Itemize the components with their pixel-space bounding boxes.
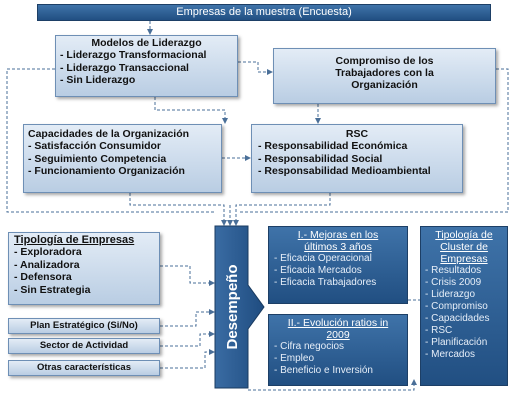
conn-plan xyxy=(160,309,215,327)
conn-tipologia xyxy=(160,265,215,286)
tipologia-empresas-box: Tipología de Empresas - Exploradora - An… xyxy=(8,232,160,305)
compromiso-line-2: Trabajadores con la xyxy=(335,67,434,79)
rsc-item-3: - Responsabilidad Medioambiental xyxy=(258,165,431,177)
plan-label: Plan Estratégico (Si/No) xyxy=(30,320,138,331)
cluster-item-5: - Capacidades xyxy=(425,313,490,324)
compromiso-line-3: Organización xyxy=(351,79,418,91)
mejoras-item-3: - Eficacia Trabajadores xyxy=(274,277,377,288)
conn-down-2 xyxy=(233,193,331,226)
header-title: Empresas de la muestra (Encuesta) xyxy=(176,6,352,18)
modelos-item-2: - Liderazgo Transaccional xyxy=(60,61,189,74)
evolucion-box: II.- Evolución ratios in 2009 - Cifra ne… xyxy=(268,314,408,386)
tipologia-item-2: - Analizadora xyxy=(14,258,80,271)
capacidades-box: Capacidades de la Organización - Satisfa… xyxy=(23,124,222,193)
conn-otras xyxy=(160,349,215,369)
compromiso-box: Compromiso de los Trabajadores con la Or… xyxy=(273,48,496,104)
cluster-title-3: Empresas xyxy=(440,253,488,265)
mejoras-item-2: - Eficacia Mercados xyxy=(274,265,362,276)
desempeno-label-wrap: Desempeño xyxy=(222,237,244,377)
modelos-box: Modelos de Liderazgo - Liderazgo Transfo… xyxy=(55,35,238,97)
cluster-title-2: Cluster de xyxy=(440,241,488,253)
rsc-box: RSC - Responsabilidad Económica - Respon… xyxy=(251,124,463,193)
rsc-item-2: - Responsabilidad Social xyxy=(258,152,383,165)
cluster-item-1: - Resultados xyxy=(425,265,482,276)
conn-sector xyxy=(160,331,215,347)
mejoras-title-1: I.- Mejoras en los xyxy=(297,229,379,241)
compromiso-line-1: Compromiso de los xyxy=(335,55,434,67)
capacidades-item-2: - Seguimiento Competencia xyxy=(28,152,167,165)
cluster-box: Tipología de Cluster de Empresas - Resul… xyxy=(420,226,508,386)
cluster-item-7: - Planificación xyxy=(425,337,488,348)
conn-modelos-down xyxy=(154,97,228,124)
otras-box: Otras características xyxy=(8,360,160,376)
plan-box: Plan Estratégico (Si/No) xyxy=(8,318,160,334)
tipologia-item-1: - Exploradora xyxy=(14,246,82,258)
tipologia-item-4: - Sin Estrategia xyxy=(14,283,91,296)
conn-modelos-compromiso xyxy=(238,61,273,75)
modelos-item-1: - Liderazgo Transformacional xyxy=(60,49,207,61)
mejoras-item-1: - Eficacia Operacional xyxy=(274,253,372,264)
header-bar: Empresas de la muestra (Encuesta) xyxy=(37,4,491,21)
sector-label: Sector de Actividad xyxy=(39,340,129,351)
capacidades-item-1: - Satisfacción Consumidor xyxy=(28,140,162,152)
desempeno-arrow xyxy=(214,225,265,389)
capacidades-title: Capacidades de la Organización xyxy=(28,128,190,140)
capacidades-item-3: - Funcionamiento Organización xyxy=(28,165,185,177)
cluster-item-8: - Mercados xyxy=(425,349,476,360)
sector-box: Sector de Actividad xyxy=(8,338,160,354)
modelos-item-3: - Sin Liderazgo xyxy=(60,74,136,86)
mejoras-box: I.- Mejoras en los últimos 3 años - Efic… xyxy=(268,226,408,304)
conn-down-1 xyxy=(129,193,227,226)
otras-label: Otras características xyxy=(36,362,131,373)
cluster-title-1: Tipología de xyxy=(435,229,493,241)
tipologia-item-3: - Defensora xyxy=(14,271,72,283)
evolucion-item-2: - Empleo xyxy=(274,353,315,364)
mejoras-title-2: últimos 3 años xyxy=(304,241,372,253)
modelos-title: Modelos de Liderazgo xyxy=(91,37,202,49)
rsc-title: RSC xyxy=(345,128,369,140)
cluster-item-3: - Liderazgo xyxy=(425,289,476,300)
cluster-item-2: - Crisis 2009 xyxy=(425,277,482,288)
evolucion-title-2: 2009 xyxy=(326,329,350,341)
rsc-item-1: - Responsabilidad Económica xyxy=(258,140,408,152)
tipologia-empresas-title: Tipología de Empresas xyxy=(14,234,135,246)
evolucion-title-1: II.- Evolución ratios in xyxy=(287,317,389,329)
evolucion-item-1: - Cifra negocios xyxy=(274,341,345,352)
evolucion-item-3: - Beneficio e Inversión xyxy=(274,365,373,376)
cluster-item-6: - RSC xyxy=(425,325,453,336)
cluster-item-4: - Compromiso xyxy=(425,301,488,312)
desempeno-label: Desempeño xyxy=(224,264,241,350)
